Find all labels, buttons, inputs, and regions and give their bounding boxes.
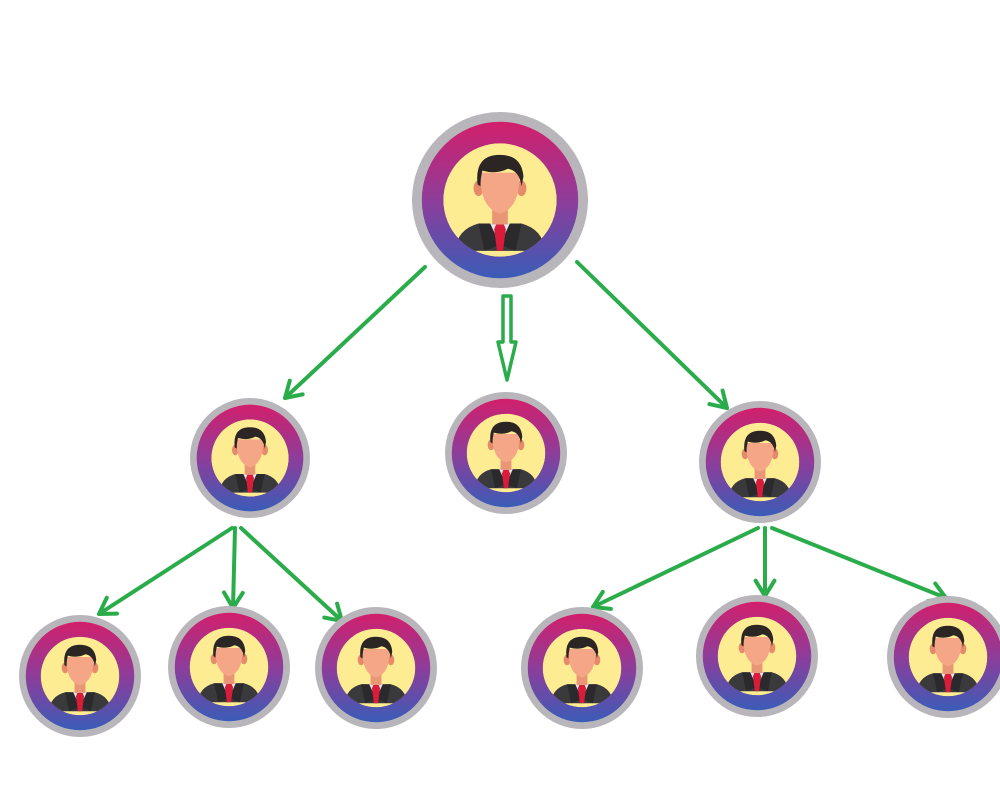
arrow-shaft <box>283 265 427 400</box>
node-center-manager[interactable] <box>445 392 567 514</box>
businessman-avatar-icon <box>717 616 797 696</box>
businessman-avatar-icon <box>542 628 622 708</box>
businessman-avatar-icon <box>189 627 269 707</box>
node-root[interactable] <box>412 112 588 288</box>
arrow-head <box>707 388 729 410</box>
nodes-layer <box>19 112 1000 737</box>
arrow-root-to-right-manager <box>575 260 729 410</box>
arrow-shaft <box>97 526 234 616</box>
businessman-avatar-icon <box>443 143 557 257</box>
node-right-manager[interactable] <box>699 401 821 523</box>
arrow-root-to-center-manager <box>496 294 518 382</box>
arrow-shaft <box>591 526 760 609</box>
arrow-shaft <box>231 526 237 610</box>
node-left-manager[interactable] <box>190 398 310 518</box>
node-left-member-1[interactable] <box>19 615 141 737</box>
node-left-member-3[interactable] <box>315 607 437 729</box>
businessman-avatar-icon <box>720 422 800 502</box>
node-left-member-2[interactable] <box>168 606 290 728</box>
businessman-avatar-icon <box>211 419 289 497</box>
businessman-avatar-icon <box>466 413 546 493</box>
arrow-right-manager-to-right-member-2 <box>753 526 777 598</box>
arrow-left-manager-to-left-member-3 <box>239 526 344 623</box>
arrows-layer <box>97 260 948 623</box>
arrow-right-manager-to-right-member-1 <box>591 526 760 611</box>
arrow-left-manager-to-left-member-1 <box>97 526 234 616</box>
arrow-root-to-left-manager <box>283 265 427 400</box>
node-right-member-2[interactable] <box>696 595 818 717</box>
businessman-avatar-icon <box>336 628 416 708</box>
arrow-shaft <box>575 260 729 410</box>
arrow-head <box>591 589 613 611</box>
businessman-avatar-icon <box>908 617 988 697</box>
arrow-shaft <box>770 526 948 600</box>
node-right-member-3[interactable] <box>887 596 1000 718</box>
arrow-shaft <box>239 526 344 623</box>
node-right-member-1[interactable] <box>521 607 643 729</box>
arrow-head <box>283 378 305 400</box>
arrow-head <box>97 595 119 616</box>
arrow-shaft <box>496 294 518 382</box>
arrow-right-manager-to-right-member-3 <box>770 526 948 604</box>
arrow-left-manager-to-left-member-2 <box>221 526 245 610</box>
businessman-avatar-icon <box>40 636 120 716</box>
